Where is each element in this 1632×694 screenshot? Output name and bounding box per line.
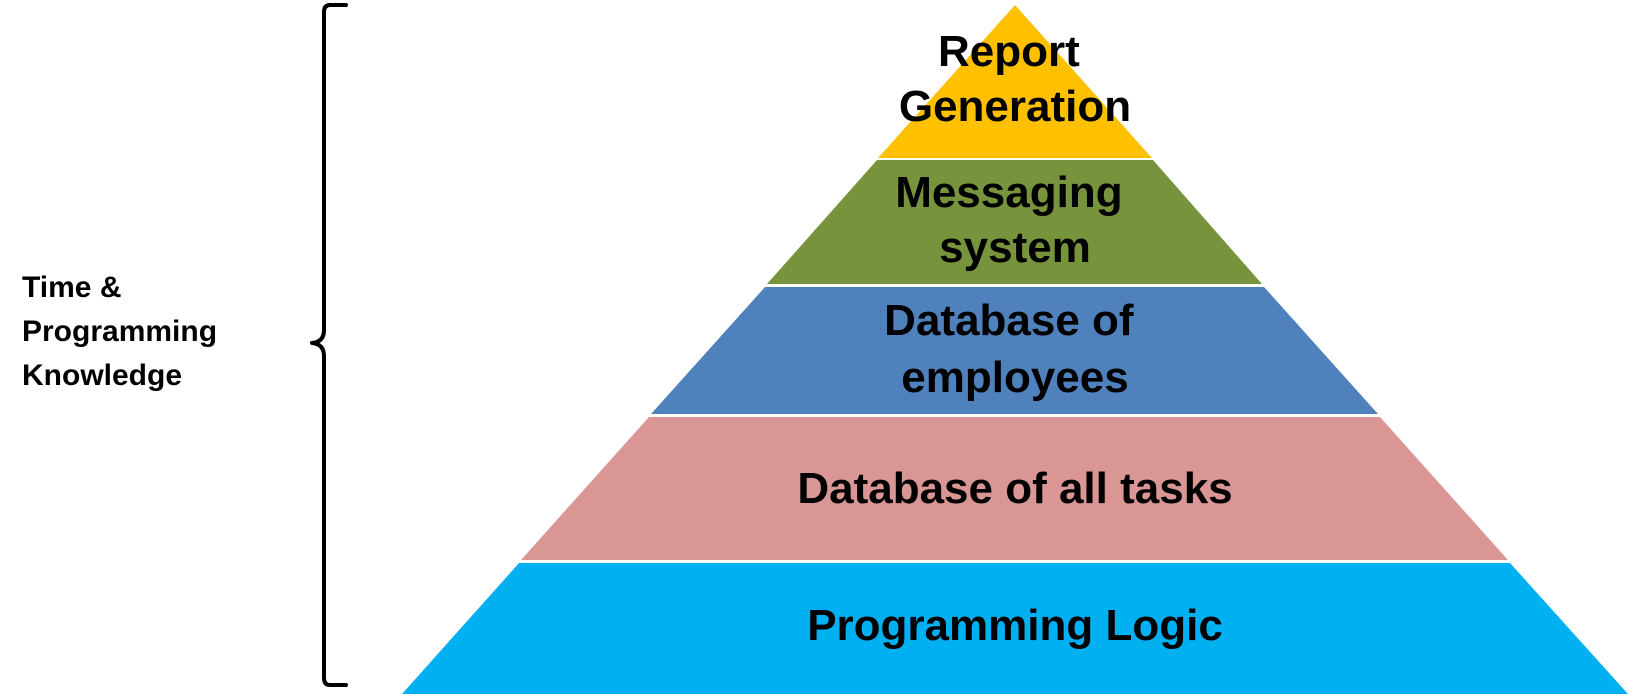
tier-label-database-of-employees: Database of employees	[884, 296, 1146, 402]
side-label-time-programming-knowledge: Time & Programming Knowledge	[22, 266, 262, 398]
pyramid-tier-database-of-all-tasks: Database of all tasks	[521, 417, 1508, 560]
pyramid-tier-shape	[521, 417, 1508, 560]
curly-brace	[310, 3, 348, 687]
side-label-line: Time &	[22, 271, 122, 304]
pyramid-tier-shape	[651, 287, 1378, 414]
pyramid-tier-programming-logic: Programming Logic	[402, 563, 1628, 694]
tier-label-programming-logic: Programming Logic	[807, 601, 1223, 650]
side-label-line: Knowledge	[22, 359, 183, 392]
tier-label-report-generation: Report Generation	[899, 27, 1131, 131]
pyramid-tier-shape	[878, 5, 1152, 158]
tier-label-database-of-all-tasks: Database of all tasks	[797, 464, 1232, 513]
pyramid-tier-messaging-system: Messaging system	[767, 160, 1262, 284]
pyramid-tier-shape	[402, 563, 1628, 694]
side-label-line: Programming	[22, 315, 218, 348]
tier-label-messaging-system: Messaging system	[895, 168, 1135, 272]
pyramid-tier-database-of-employees: Database of employees	[651, 287, 1378, 414]
pyramid-tier-report-generation: Report Generation	[878, 5, 1152, 158]
pyramid-tier-shape	[767, 160, 1262, 284]
